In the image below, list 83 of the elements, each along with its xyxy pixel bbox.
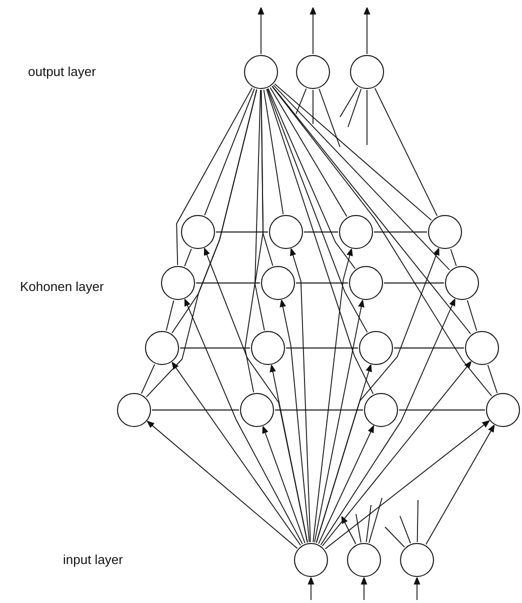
arrow	[270, 364, 308, 543]
connection-line	[356, 514, 362, 543]
arrow	[146, 420, 298, 549]
arrow	[324, 420, 490, 550]
connection-line	[184, 248, 192, 267]
connection-line	[368, 498, 382, 544]
neuron-circle	[296, 55, 330, 89]
neuron-circle	[251, 331, 285, 365]
neuron-circle	[261, 266, 295, 300]
layer-label: input layer	[63, 552, 123, 567]
neuron-circle	[349, 266, 383, 300]
connection-line	[487, 364, 498, 394]
neuron-circle	[359, 331, 393, 365]
arrow	[290, 248, 311, 542]
connection-line	[366, 90, 368, 146]
connection-line	[146, 89, 258, 398]
arrow	[318, 425, 374, 544]
connection-line	[340, 86, 358, 118]
arrow	[360, 576, 368, 600]
neuron-circle	[339, 215, 373, 249]
neuron-circle	[364, 393, 398, 427]
connection-line	[176, 87, 253, 266]
neuron-circle	[294, 543, 328, 577]
connection-line	[416, 500, 418, 542]
arrow	[310, 6, 316, 54]
neuron-circle	[347, 543, 381, 577]
arrow	[364, 6, 370, 54]
connection-line	[272, 84, 450, 270]
layer-label: Kohonen layer	[20, 279, 104, 294]
neuron-circle	[428, 215, 462, 249]
connection-line	[450, 248, 457, 266]
neuron-circle	[350, 55, 384, 89]
connection-line	[266, 88, 374, 394]
connection-line	[374, 88, 438, 216]
arrow	[308, 576, 314, 600]
arrow	[320, 298, 456, 546]
arrow	[258, 6, 264, 54]
connection-line	[166, 300, 174, 331]
connection-line	[196, 282, 260, 284]
connection-line	[270, 87, 348, 217]
connection-line	[466, 300, 478, 332]
connection-line	[384, 526, 405, 548]
connection-line	[272, 86, 472, 334]
connection-line	[140, 364, 156, 394]
connection-line	[318, 88, 340, 148]
arrow	[184, 298, 303, 545]
connection-line	[204, 88, 255, 216]
arrow	[341, 516, 356, 544]
connection-line	[400, 516, 411, 544]
connection-line	[244, 90, 261, 393]
connection-line	[348, 88, 362, 128]
layer-label: output layer	[28, 64, 96, 79]
connection-line	[274, 83, 432, 221]
connection-line	[366, 504, 372, 543]
neuron-circle	[181, 215, 215, 249]
connection-line	[268, 88, 356, 270]
connection-line	[263, 89, 284, 215]
neuron-circle	[445, 266, 479, 300]
neuron-circle	[244, 55, 278, 89]
arrow	[322, 361, 472, 546]
arrow	[172, 362, 302, 546]
connection-line	[254, 90, 265, 331]
connection-line	[296, 88, 307, 114]
connection-line	[296, 282, 348, 284]
neuron-circle	[145, 331, 179, 365]
connection-line	[384, 282, 444, 284]
arrow	[314, 300, 364, 543]
connection-line	[272, 86, 492, 396]
neuron-circle	[117, 393, 151, 427]
connection-line	[266, 88, 368, 333]
neuron-circle	[269, 215, 303, 249]
arrow	[280, 300, 310, 543]
arrow	[414, 576, 420, 600]
connection-line	[312, 90, 314, 124]
neuron-circle	[486, 393, 520, 427]
neuron-circle	[465, 331, 499, 365]
arrow	[312, 248, 353, 543]
neuron-circle	[400, 543, 434, 577]
arrow	[262, 426, 306, 544]
arrow	[316, 364, 372, 544]
neuron-circle	[240, 393, 274, 427]
arrow	[426, 424, 495, 545]
neuron-circle	[161, 266, 195, 300]
